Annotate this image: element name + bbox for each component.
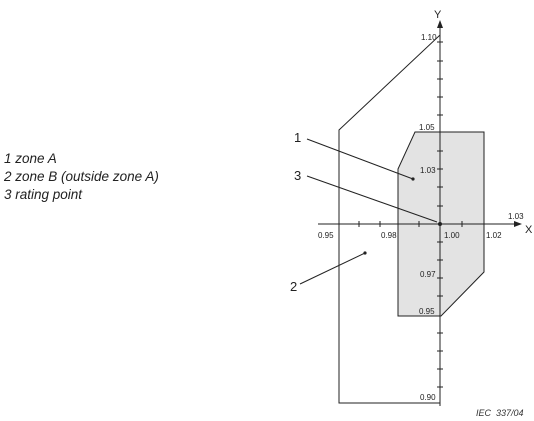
legend-item-zone-a: 1 zone A bbox=[4, 151, 57, 166]
y-tick-label-0-90: 0.90 bbox=[420, 393, 436, 402]
legend: 1 zone A 2 zone B (outside zone A) 3 rat… bbox=[4, 150, 159, 204]
callout-number-2: 2 bbox=[290, 279, 297, 294]
callout-number-3: 3 bbox=[294, 168, 301, 183]
x-tick-label-1-00: 1.00 bbox=[444, 231, 460, 240]
x-axis-name: X bbox=[525, 224, 533, 236]
legend-item-rating-point: 3 rating point bbox=[4, 187, 83, 202]
y-tick-label-1-10: 1.10 bbox=[421, 33, 437, 42]
y-tick-label-1-03: 1.03 bbox=[420, 166, 436, 175]
y-tick-label-0-97: 0.97 bbox=[420, 270, 436, 279]
x-tick-label-0-98: 0.98 bbox=[381, 231, 397, 240]
callout-leader-1 bbox=[306, 138, 414, 180]
y-axis-arrow bbox=[437, 20, 443, 28]
y-ticks bbox=[437, 41, 443, 388]
x-ticks bbox=[358, 221, 463, 227]
rating-point bbox=[438, 222, 442, 226]
x-axis-arrow bbox=[514, 221, 522, 227]
y-tick-label-0-95: 0.95 bbox=[419, 307, 435, 316]
callout-leader-2 bbox=[299, 252, 366, 285]
y-axis-name: Y bbox=[434, 9, 442, 21]
y-tick-label-1-05: 1.05 bbox=[419, 123, 435, 132]
x-tick-label-1-03: 1.03 bbox=[508, 212, 524, 221]
x-tick-label-1-02: 1.02 bbox=[486, 231, 502, 240]
legend-item-zone-b: 2 zone B (outside zone A) bbox=[4, 169, 159, 184]
callout-number-1: 1 bbox=[294, 130, 301, 145]
figure-credit: IEC 337/04 bbox=[476, 408, 524, 418]
x-tick-label-0-95: 0.95 bbox=[318, 231, 334, 240]
callout-leader-3 bbox=[306, 175, 438, 223]
